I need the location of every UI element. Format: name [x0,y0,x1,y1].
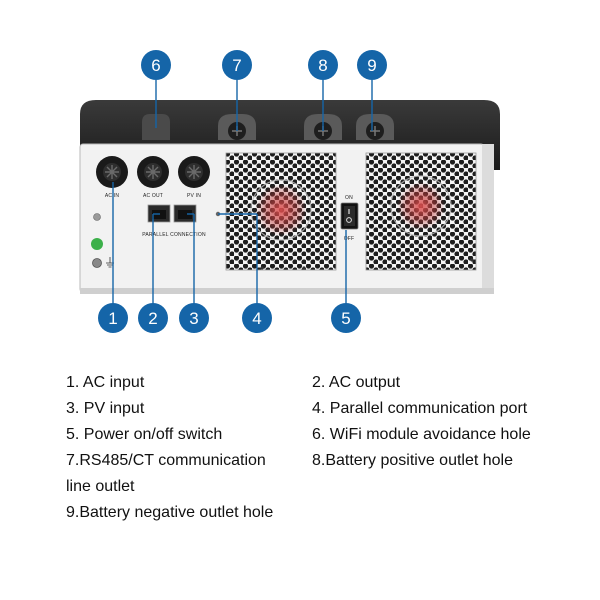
screw-icon [93,213,101,221]
fan-left-icon [250,179,312,241]
callout-lines [112,80,373,304]
svg-text:5: 5 [341,309,350,328]
switch-off-label: OFF [344,236,355,242]
svg-text:8: 8 [318,56,327,75]
ground-terminal-icon [92,258,102,268]
svg-text:9: 9 [367,56,376,75]
parallel-connection-label: PARALLEL CONNECTION [142,232,206,238]
ground-symbol-icon [106,257,114,268]
svg-text:3: 3 [189,309,198,328]
pv-in-label: PV IN [187,193,201,199]
ac-in-label: AC IN [105,193,120,199]
callout-markers: 6 7 8 9 1 2 3 4 [98,50,387,333]
ground-indicator-icon [91,238,103,250]
svg-text:4: 4 [252,309,261,328]
switch-on-label: ON [345,195,353,201]
svg-text:1: 1 [108,309,117,328]
callout-5: 5 [331,303,361,333]
svg-text:7: 7 [232,56,241,75]
svg-text:6: 6 [151,56,160,75]
callout-9: 9 [357,50,387,80]
svg-text:2: 2 [148,309,157,328]
callout-1: 1 [98,303,128,333]
callout-7: 7 [222,50,252,80]
cable-glands [96,156,210,188]
callout-6: 6 [141,50,171,80]
callout-4: 4 [242,303,272,333]
ac-out-label: AC OUT [143,193,163,199]
callout-8: 8 [308,50,338,80]
fan-right-icon [390,175,452,237]
callout-2: 2 [138,303,168,333]
callout-3: 3 [179,303,209,333]
